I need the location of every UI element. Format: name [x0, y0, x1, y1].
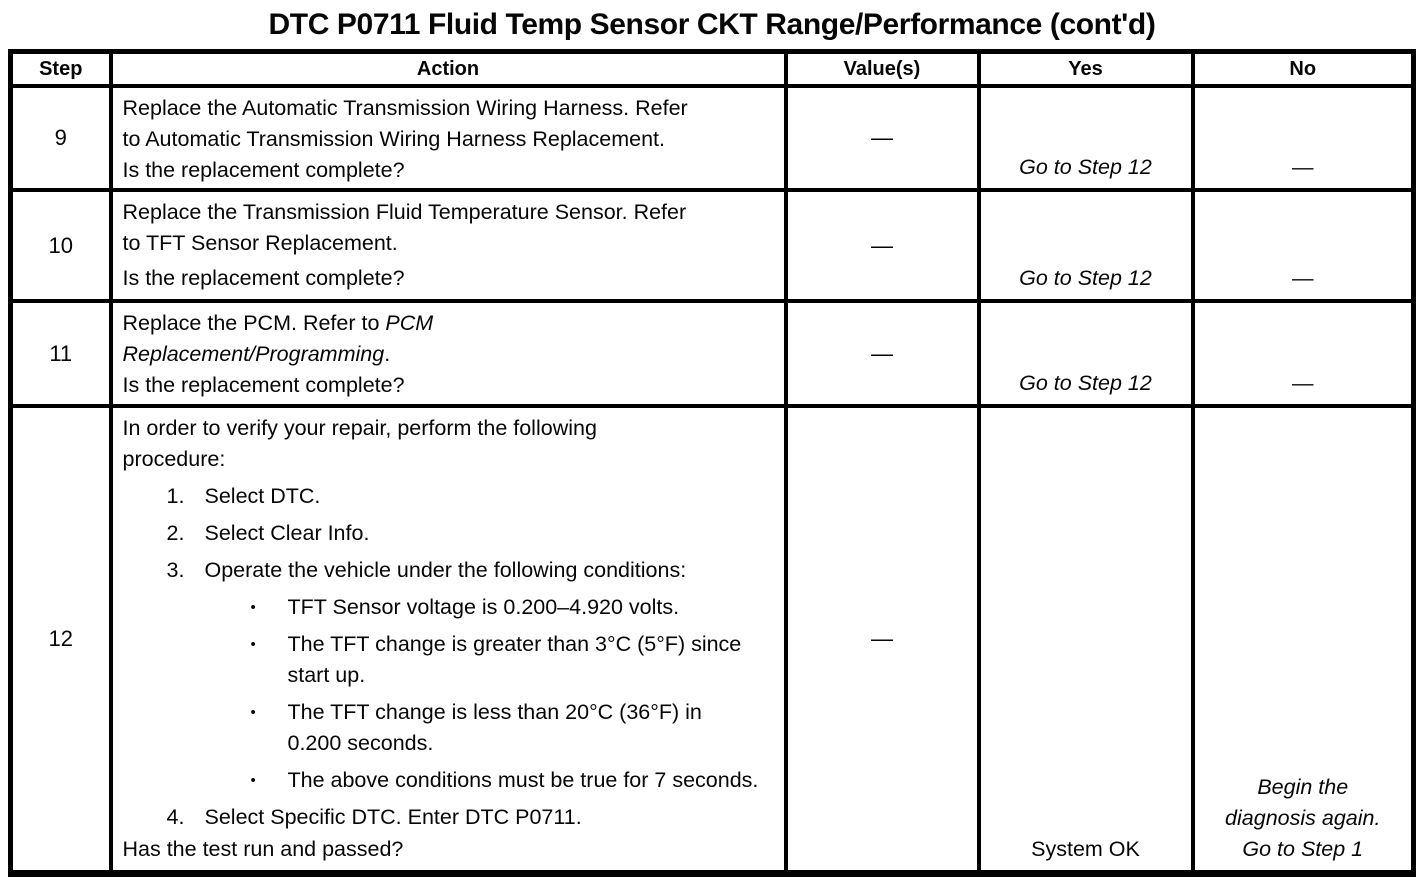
- no-cell: —: [1195, 303, 1412, 404]
- no-direction-line: Begin the: [1257, 775, 1349, 799]
- value-cell: —: [871, 626, 893, 651]
- no-cell: Begin the diagnosis again. Go to Step 1: [1195, 408, 1412, 870]
- conditions-list: • TFT Sensor voltage is 0.200–4.920 volt…: [251, 592, 774, 796]
- action-text-line: Replace the PCM. Refer to PCM: [122, 311, 434, 335]
- yes-direction: Go to Step 12: [1019, 371, 1152, 395]
- no-cell: —: [1195, 88, 1412, 188]
- action-question: Is the replacement complete?: [122, 373, 405, 397]
- action-intro-line: procedure:: [122, 447, 226, 471]
- condition-item: • The TFT change is less than 20°C (36°F…: [251, 697, 774, 759]
- no-direction: —: [1292, 371, 1314, 395]
- list-item: 3.Operate the vehicle under the followin…: [166, 558, 687, 582]
- value-cell: —: [871, 232, 893, 258]
- no-direction: —: [1292, 155, 1314, 179]
- column-header-no: No: [1289, 57, 1317, 80]
- yes-cell: Go to Step 12: [981, 192, 1191, 299]
- yes-direction: Go to Step 12: [1019, 155, 1152, 179]
- yes-cell: Go to Step 12: [981, 88, 1191, 188]
- action-cell: Replace the Transmission Fluid Temperatu…: [113, 192, 784, 299]
- step-number: 12: [48, 626, 73, 651]
- header-row: Step Action Value(s) Yes No: [8, 49, 1416, 88]
- no-cell: —: [1195, 192, 1412, 299]
- column-header-values: Value(s): [843, 57, 921, 80]
- bullet-icon: •: [250, 599, 256, 616]
- yes-cell: Go to Step 12: [981, 303, 1191, 404]
- bullet-icon: •: [250, 636, 256, 653]
- action-cell: Replace the Automatic Transmission Wirin…: [113, 88, 784, 188]
- action-cell: Replace the PCM. Refer to PCM Replacemen…: [113, 303, 784, 404]
- list-item: 2.Select Clear Info.: [166, 521, 370, 545]
- column-header-action: Action: [416, 57, 480, 80]
- step-number: 11: [49, 340, 73, 366]
- action-text-line: to Automatic Transmission Wiring Harness…: [122, 127, 666, 151]
- step-number: 9: [54, 125, 67, 150]
- yes-cell: System OK: [981, 408, 1191, 870]
- condition-item: • TFT Sensor voltage is 0.200–4.920 volt…: [251, 592, 774, 623]
- no-direction-line: diagnosis again.: [1225, 806, 1381, 830]
- action-intro-line: In order to verify your repair, perform …: [122, 416, 597, 440]
- bullet-icon: •: [250, 704, 256, 721]
- yes-direction: Go to Step 12: [1019, 266, 1152, 290]
- column-header-yes: Yes: [1068, 57, 1103, 80]
- value-cell: —: [871, 125, 893, 150]
- column-header-step: Step: [39, 57, 83, 80]
- bullet-icon: •: [250, 772, 256, 789]
- no-direction: —: [1292, 266, 1314, 290]
- list-item: 4.Select Specific DTC. Enter DTC P0711.: [166, 805, 582, 829]
- action-cell: In order to verify your repair, perform …: [113, 408, 784, 870]
- table-row-step-12: 12 In order to verify your repair, perfo…: [8, 404, 1416, 876]
- yes-direction: System OK: [1031, 837, 1140, 861]
- condition-item: • The above conditions must be true for …: [251, 765, 774, 796]
- diagnostic-table: Step Action Value(s) Yes No 9 Replace th…: [8, 49, 1416, 877]
- action-question: Has the test run and passed?: [122, 837, 404, 861]
- table-row-step-10: 10 Replace the Transmission Fluid Temper…: [8, 188, 1416, 303]
- procedure-list: 1.Select DTC. 2.Select Clear Info. 3.Ope…: [167, 475, 774, 833]
- action-text-line: to TFT Sensor Replacement.: [122, 231, 398, 255]
- table-row-step-9: 9 Replace the Automatic Transmission Wir…: [8, 84, 1416, 192]
- action-text-line: Replace the Transmission Fluid Temperatu…: [122, 200, 687, 224]
- page-title: DTC P0711 Fluid Temp Sensor CKT Range/Pe…: [268, 8, 1156, 41]
- value-cell: —: [871, 340, 893, 366]
- table-row-step-11: 11 Replace the PCM. Refer to PCM Replace…: [8, 299, 1416, 408]
- action-text-line: Replacement/Programming.: [122, 342, 391, 366]
- action-text-line: Replace the Automatic Transmission Wirin…: [122, 96, 688, 120]
- action-question: Is the replacement complete?: [122, 266, 405, 290]
- no-direction-line: Go to Step 1: [1242, 837, 1364, 861]
- action-question: Is the replacement complete?: [122, 158, 405, 182]
- condition-item: • The TFT change is greater than 3°C (5°…: [251, 629, 774, 691]
- list-item: 1.Select DTC.: [166, 484, 321, 508]
- step-number: 10: [48, 232, 73, 258]
